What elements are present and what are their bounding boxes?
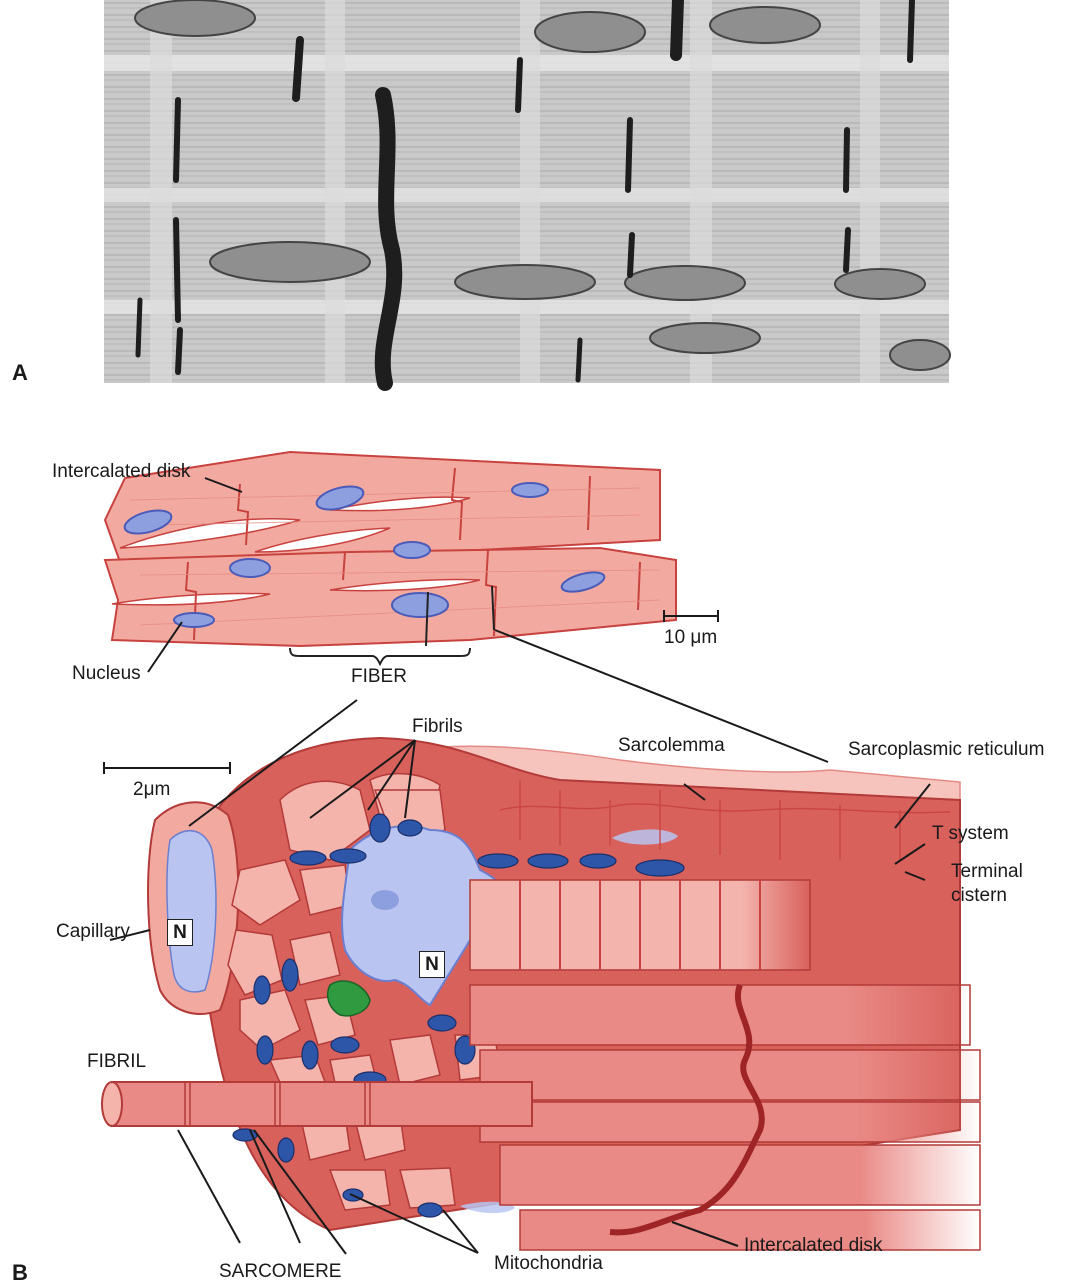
label-terminal: Terminal <box>951 862 1023 881</box>
sarcomere-3d-drawing <box>102 738 980 1250</box>
label-mitochondria: Mitochondria <box>494 1254 603 1273</box>
label-sarcolemma: Sarcolemma <box>618 736 725 755</box>
nucleus-marker-capillary: N <box>167 919 193 946</box>
scale-label-10um: 10 μm <box>664 628 717 647</box>
label-intercalated-disk-bottom: Intercalated disk <box>744 1236 882 1255</box>
panel-label-a: A <box>12 362 28 384</box>
scale-label-2um: 2μm <box>133 780 170 799</box>
panel-label-b: B <box>12 1262 28 1284</box>
label-intercalated-disk-top: Intercalated disk <box>52 462 190 481</box>
label-fiber: FIBER <box>351 667 407 686</box>
label-sarcomere: SARCOMERE <box>219 1262 341 1281</box>
label-sarcoplasmic-reticulum: Sarcoplasmic reticulum <box>848 740 1044 759</box>
cardiac-fiber-drawing <box>105 452 676 664</box>
label-fibrils: Fibrils <box>412 717 463 736</box>
label-cistern: cistern <box>951 886 1007 905</box>
nucleus-marker-fiber: N <box>419 951 445 978</box>
label-t-system: T system <box>932 824 1009 843</box>
label-nucleus: Nucleus <box>72 664 141 683</box>
label-fibril: FIBRIL <box>87 1052 146 1071</box>
electron-micrograph <box>104 0 950 383</box>
label-capillary: Capillary <box>56 922 130 941</box>
